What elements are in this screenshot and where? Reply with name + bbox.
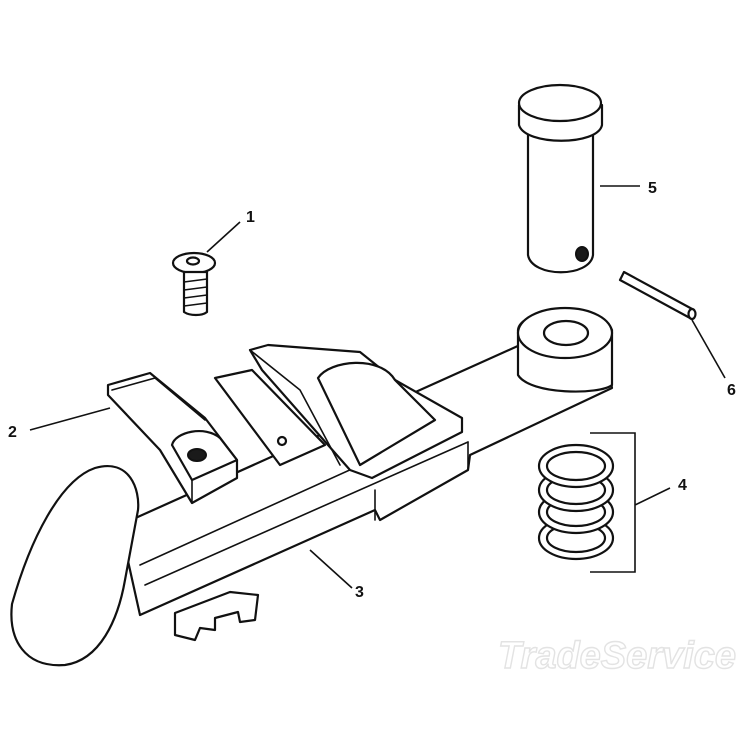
part-6-roll-pin [618, 270, 697, 321]
callout-6: 6 [727, 382, 736, 399]
callout-2: 2 [8, 424, 17, 441]
leader-6 [691, 319, 726, 379]
leader-4-bracket [590, 432, 671, 573]
leader-3 [309, 549, 353, 589]
part-5-clevis-pin [517, 83, 604, 274]
callout-4: 4 [678, 477, 687, 494]
callout-5: 5 [648, 180, 657, 197]
callout-3: 3 [355, 584, 364, 601]
leader-1 [206, 221, 241, 253]
leader-2 [29, 407, 111, 431]
part-3-handle-body [10, 306, 614, 667]
part-1-screw [171, 251, 217, 317]
callout-1: 1 [246, 209, 255, 226]
part-2-pad [106, 371, 239, 505]
part-4-spring [537, 443, 615, 561]
watermark-text: TradeService [498, 635, 736, 677]
